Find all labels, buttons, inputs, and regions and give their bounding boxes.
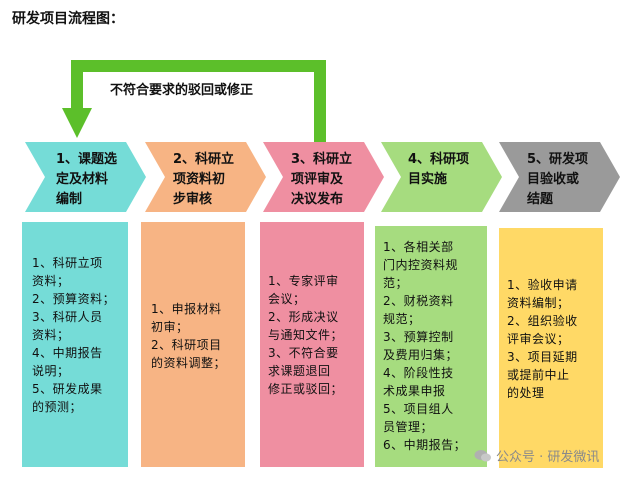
feedback-loop-arrow (62, 60, 326, 150)
detail-line: 或提前中止 (507, 368, 570, 382)
detail-line: 初审； (151, 320, 189, 334)
detail-line: 1、验收申请 (507, 278, 578, 292)
stage-label-line: 目实施 (408, 172, 448, 187)
stage-label-line: 项评审及 (291, 172, 344, 187)
detail-line: 术成果申报 (383, 384, 446, 398)
stage-chevron-2 (145, 142, 266, 212)
stage-label-line: 结题 (527, 192, 554, 207)
stage-label-line: 定及材料 (56, 172, 109, 187)
detail-line: 4、中期报告 (32, 346, 103, 360)
detail-box-5: 1、验收申请资料编制； 2、组织验收评审会议； 3、项目延期或提前中止的处理 (499, 228, 603, 468)
stage-chevron-5 (499, 142, 620, 212)
detail-line: 1、科研立项 (32, 256, 103, 270)
detail-line: 求课题退回 (268, 364, 331, 378)
detail-line: 1、申报材料 (151, 302, 222, 316)
stage-label-line: 3、科研立 (291, 152, 353, 167)
detail-line: 5、项目组人 (383, 402, 454, 416)
detail-line: 5、研发成果 (32, 382, 103, 396)
detail-box-2: 1、申报材料初审； 2、科研项目的资料调整； (141, 222, 245, 467)
detail-line: 及费用归集； (383, 348, 459, 362)
detail-line: 员管理； (383, 420, 434, 434)
detail-line: 3、项目延期 (507, 350, 578, 364)
detail-line: 1、各相关部 (383, 240, 454, 254)
detail-line: 会议； (268, 292, 306, 306)
stage-chevron-4 (381, 142, 502, 212)
detail-box-4: 1、各相关部门内控资料规范； 2、财税资料规范； 3、预算控制及费用归集； 4、阶段性… (375, 226, 487, 467)
detail-line: 资料； (32, 328, 70, 342)
stage-label-5: 5、研发项目验收或结题 (527, 150, 588, 210)
detail-line: 的资料调整； (151, 356, 227, 370)
detail-line: 的预测； (32, 400, 83, 414)
stage-label-line: 步审核 (173, 192, 213, 207)
detail-line: 2、组织验收 (507, 314, 578, 328)
diagram-title: 研发项目流程图： (12, 11, 124, 27)
detail-line: 规范； (383, 312, 421, 326)
detail-line: 3、科研人员 (32, 310, 103, 324)
stage-label-line: 编制 (56, 192, 83, 207)
detail-line: 范； (383, 276, 409, 290)
wechat-icon (474, 450, 491, 462)
stage-chevron-3 (263, 142, 384, 212)
stage-label-line: 目验收或 (527, 172, 580, 187)
loop-label: 不符合要求的驳回或修正 (110, 83, 254, 98)
watermark-text: 公众号 · 研发微讯 (496, 450, 600, 465)
detail-line: 4、阶段性技 (383, 366, 454, 380)
detail-line: 门内控资料规 (383, 258, 459, 272)
detail-line: 3、不符合要 (268, 346, 339, 360)
detail-line: 资料； (32, 274, 70, 288)
detail-line: 1、专家评审 (268, 274, 339, 288)
detail-box-3: 1、专家评审会议； 2、形成决议与通知文件； 3、不符合要求课题退回修正或驳回； (260, 222, 364, 467)
stage-label-line: 项资料初 (173, 172, 226, 187)
stage-label-line: 4、科研项 (408, 152, 470, 167)
detail-line: 3、预算控制 (383, 330, 454, 344)
stage-label-4: 4、科研项目实施 (408, 150, 469, 190)
stage-label-line: 5、研发项 (527, 152, 589, 167)
detail-line: 的处理 (507, 386, 545, 400)
stage-label-3: 3、科研立项评审及决议发布 (291, 150, 352, 210)
detail-line: 说明； (32, 364, 70, 378)
detail-line: 2、科研项目 (151, 338, 222, 352)
stage-label-line: 2、科研立 (173, 152, 235, 167)
detail-line: 修正或驳回； (268, 382, 344, 396)
detail-line: 2、形成决议 (268, 310, 339, 324)
detail-line: 2、财税资料 (383, 294, 454, 308)
detail-line: 资料编制； (507, 296, 570, 310)
stage-label-2: 2、科研立项资料初步审核 (173, 150, 234, 210)
detail-line: 2、预算资料； (32, 292, 116, 306)
detail-line: 6、中期报告； (383, 438, 467, 452)
watermark: 公众号 · 研发微讯 (474, 446, 599, 465)
stage-chevron-1 (25, 142, 146, 212)
detail-box-1: 1、科研立项资料； 2、预算资料； 3、科研人员资料； 4、中期报告说明； 5、研发成果… (22, 222, 128, 467)
stage-label-1: 1、课题选定及材料编制 (56, 150, 117, 210)
detail-line: 与通知文件； (268, 328, 344, 342)
stage-label-line: 决议发布 (291, 192, 344, 207)
stage-label-line: 1、课题选 (56, 152, 118, 167)
detail-line: 评审会议； (507, 332, 570, 346)
